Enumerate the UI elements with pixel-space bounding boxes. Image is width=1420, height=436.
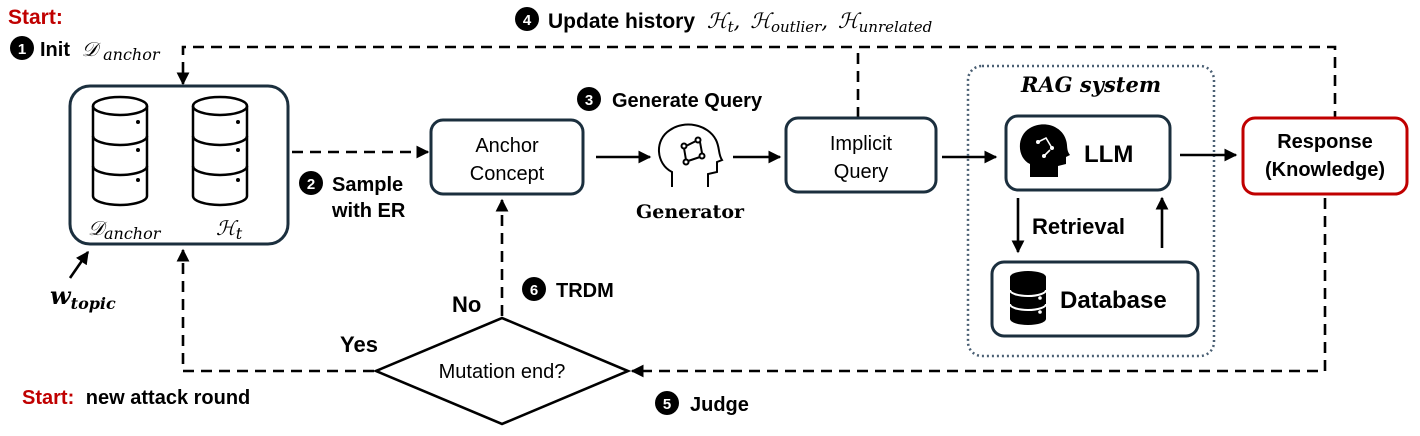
database-box: Database xyxy=(990,260,1200,338)
decision-no-label: No xyxy=(452,292,481,317)
decision-label: Mutation end? xyxy=(439,361,566,383)
anchor-database-icon xyxy=(91,95,149,207)
step-3-bubble xyxy=(577,87,601,111)
retrieval-label: Retrieval xyxy=(1032,214,1125,239)
anchor-concept-box: Anchor Concept xyxy=(429,118,585,196)
d-anchor-label: 𝒟anchor xyxy=(88,216,162,243)
step-5-bubble xyxy=(655,391,679,415)
rag-system-title: RAG system xyxy=(1020,72,1161,97)
step-3-label: Generate Query xyxy=(612,90,763,112)
step-6-bubble xyxy=(522,277,546,301)
step-1-bubble xyxy=(10,36,34,60)
decision-yes-label: Yes xyxy=(340,332,378,357)
implicit-query-line2: Query xyxy=(834,161,888,183)
step-2-bubble xyxy=(299,171,323,195)
step-6-label: TRDM xyxy=(556,280,614,302)
store-box: 𝒟anchor ℋt xyxy=(68,84,290,246)
response-box: Response (Knowledge) xyxy=(1241,116,1409,196)
generator-label: Generator xyxy=(636,201,745,223)
w-topic-label: wtopic xyxy=(50,281,116,313)
step-3-number: 3 xyxy=(585,92,593,109)
step-5-number: 5 xyxy=(663,396,671,413)
step-1-init: 1 Init 𝒟 anchor xyxy=(10,36,161,64)
step-4-label: Update history ℋt, ℋoutlier, ℋunrelated xyxy=(548,9,932,36)
database-icon xyxy=(1009,271,1047,325)
step-4-number: 4 xyxy=(523,12,532,29)
response-line2: (Knowledge) xyxy=(1265,159,1385,181)
step-2-line2: with ER xyxy=(331,200,406,222)
llm-head-icon xyxy=(1019,124,1070,177)
step-4-bubble xyxy=(515,7,539,31)
judge-arrow xyxy=(630,198,1327,378)
generator-head-icon xyxy=(658,123,724,187)
decision-diamond: Mutation end? xyxy=(372,316,632,426)
anchor-concept-line1: Anchor xyxy=(475,135,539,157)
start-new-round: Start: new attack round xyxy=(22,387,250,409)
step-6-trdm: 6 TRDM xyxy=(522,277,614,302)
llm-box: LLM xyxy=(1004,114,1172,192)
implicit-query-box: Implicit Query xyxy=(784,116,938,194)
step-3-generate: 3 Generate Query xyxy=(577,87,763,112)
start-label-top: Start: xyxy=(8,6,63,29)
step-6-number: 6 xyxy=(530,282,538,299)
implicit-query-line1: Implicit xyxy=(830,133,893,155)
llm-label: LLM xyxy=(1084,141,1133,168)
history-database-icon xyxy=(191,95,249,207)
database-label: Database xyxy=(1060,287,1167,314)
h-t-label: ℋt xyxy=(216,216,243,243)
w-topic-arrow xyxy=(68,250,90,279)
step-4-update-history: 4 Update history ℋt, ℋoutlier, ℋunrelate… xyxy=(515,7,932,36)
rag-system-container: RAG system xyxy=(966,64,1216,358)
step-2-sample: 2 Sample with ER xyxy=(299,171,406,222)
response-line1: Response xyxy=(1277,131,1373,153)
anchor-concept-line2: Concept xyxy=(470,163,545,185)
step-5-judge: 5 Judge xyxy=(655,391,749,416)
step-1-number: 1 xyxy=(18,41,26,58)
step-2-line1: Sample xyxy=(332,174,403,196)
step-5-label: Judge xyxy=(690,394,749,416)
step-1-label: Init 𝒟 anchor xyxy=(40,37,161,64)
yes-arrow xyxy=(176,248,374,373)
step-2-number: 2 xyxy=(307,176,315,193)
